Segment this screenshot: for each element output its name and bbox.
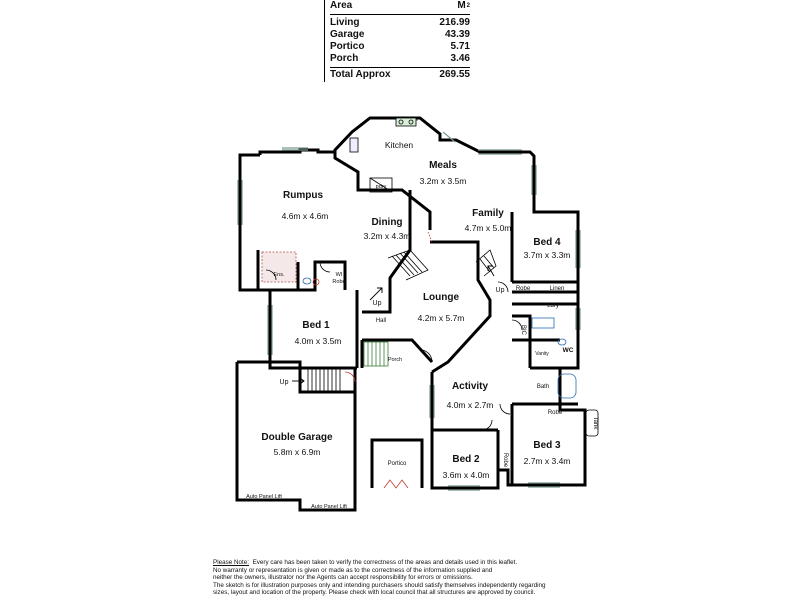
- bed3-label: Bed 3: [533, 440, 561, 451]
- disclaimer: Please Note: Every care has been taken t…: [213, 559, 593, 597]
- bic-label: BIC: [520, 325, 526, 336]
- bed1-size: 4.0m x 3.5m: [295, 336, 342, 346]
- wirobe-label-1: WI: [336, 272, 343, 278]
- bed4-label: Bed 4: [533, 237, 561, 248]
- family-label: Family: [472, 208, 504, 219]
- robe-bed2-label: Robe: [502, 453, 508, 468]
- up-label-hall: Up: [373, 300, 382, 307]
- bed4-size: 3.7m x 3.3m: [524, 250, 571, 260]
- kitchen-label: Kitchen: [385, 140, 414, 150]
- area-table-divider: [324, 0, 325, 82]
- disclaimer-line-3: neither the owners, illustrator nor the …: [213, 574, 473, 582]
- up-arrows: [292, 265, 495, 385]
- disclaimer-line-4: The sketch is for illustration purposes …: [213, 581, 546, 589]
- lounge-size: 4.2m x 5.7m: [418, 313, 465, 323]
- pdry-label: pdry: [376, 184, 387, 190]
- fixtures: [261, 117, 599, 437]
- area-table-header: Area M2: [330, 0, 470, 15]
- lounge-label: Lounge: [423, 292, 460, 303]
- double-garage-label: Double Garage: [261, 432, 333, 443]
- robe-bed4-label: Robe: [516, 286, 531, 292]
- wirobe-label-2: Robe: [332, 279, 345, 285]
- up-label-garage: Up: [280, 379, 289, 386]
- linen-label: Linen: [550, 286, 565, 292]
- robe-bed3-label: Robe: [548, 410, 563, 416]
- rumpus-label: Rumpus: [283, 190, 323, 201]
- porch-label: Porch: [388, 357, 402, 363]
- disclaimer-line-1: Please Note: Every care has been taken t…: [213, 559, 518, 566]
- bed3-size: 2.7m x 3.4m: [524, 456, 571, 466]
- rumpus-size: 4.6m x 4.6m: [282, 211, 329, 221]
- disclaimer-line-2: No warranty or representation is given o…: [213, 566, 493, 574]
- room-labels: Kitchen Meals 3.2m x 3.5m pdry Rumpus 4.…: [246, 140, 598, 510]
- tank-label: Tank: [592, 417, 598, 431]
- wc-label: WC: [563, 347, 574, 354]
- meals-label: Meals: [429, 160, 457, 171]
- vanity-label: Vanity: [535, 351, 549, 357]
- bath-label: Bath: [537, 384, 549, 390]
- hall-label: Hall: [376, 318, 386, 324]
- up-label-family: Up: [496, 287, 505, 294]
- double-garage-size: 5.8m x 6.9m: [274, 447, 321, 457]
- dining-size: 3.2m x 4.3m: [364, 231, 411, 241]
- activity-size: 4.0m x 2.7m: [447, 400, 494, 410]
- bed2-size: 3.6m x 4.0m: [443, 470, 490, 480]
- disclaimer-line-5: sizes, layout and location of the proper…: [213, 589, 536, 597]
- portico-label: Portico: [388, 461, 407, 467]
- bed2-label: Bed 2: [452, 454, 480, 465]
- ens-label: Ens.: [273, 272, 284, 278]
- area-header-label: Area: [330, 0, 353, 11]
- walls: [235, 116, 587, 512]
- meals-size: 3.2m x 3.5m: [420, 176, 467, 186]
- area-header-unit: M2: [457, 0, 470, 11]
- family-size: 4.7m x 5.0m: [465, 223, 512, 233]
- auto-panel-lift-label-1: Auto Panel Lift: [246, 494, 282, 500]
- doors: [265, 231, 523, 489]
- bed1-label: Bed 1: [302, 320, 330, 331]
- ldry-label: Ldry: [547, 303, 559, 309]
- auto-panel-lift-label-2: Auto Panel Lift: [311, 504, 347, 510]
- activity-label: Activity: [452, 381, 489, 392]
- dining-label: Dining: [371, 217, 402, 228]
